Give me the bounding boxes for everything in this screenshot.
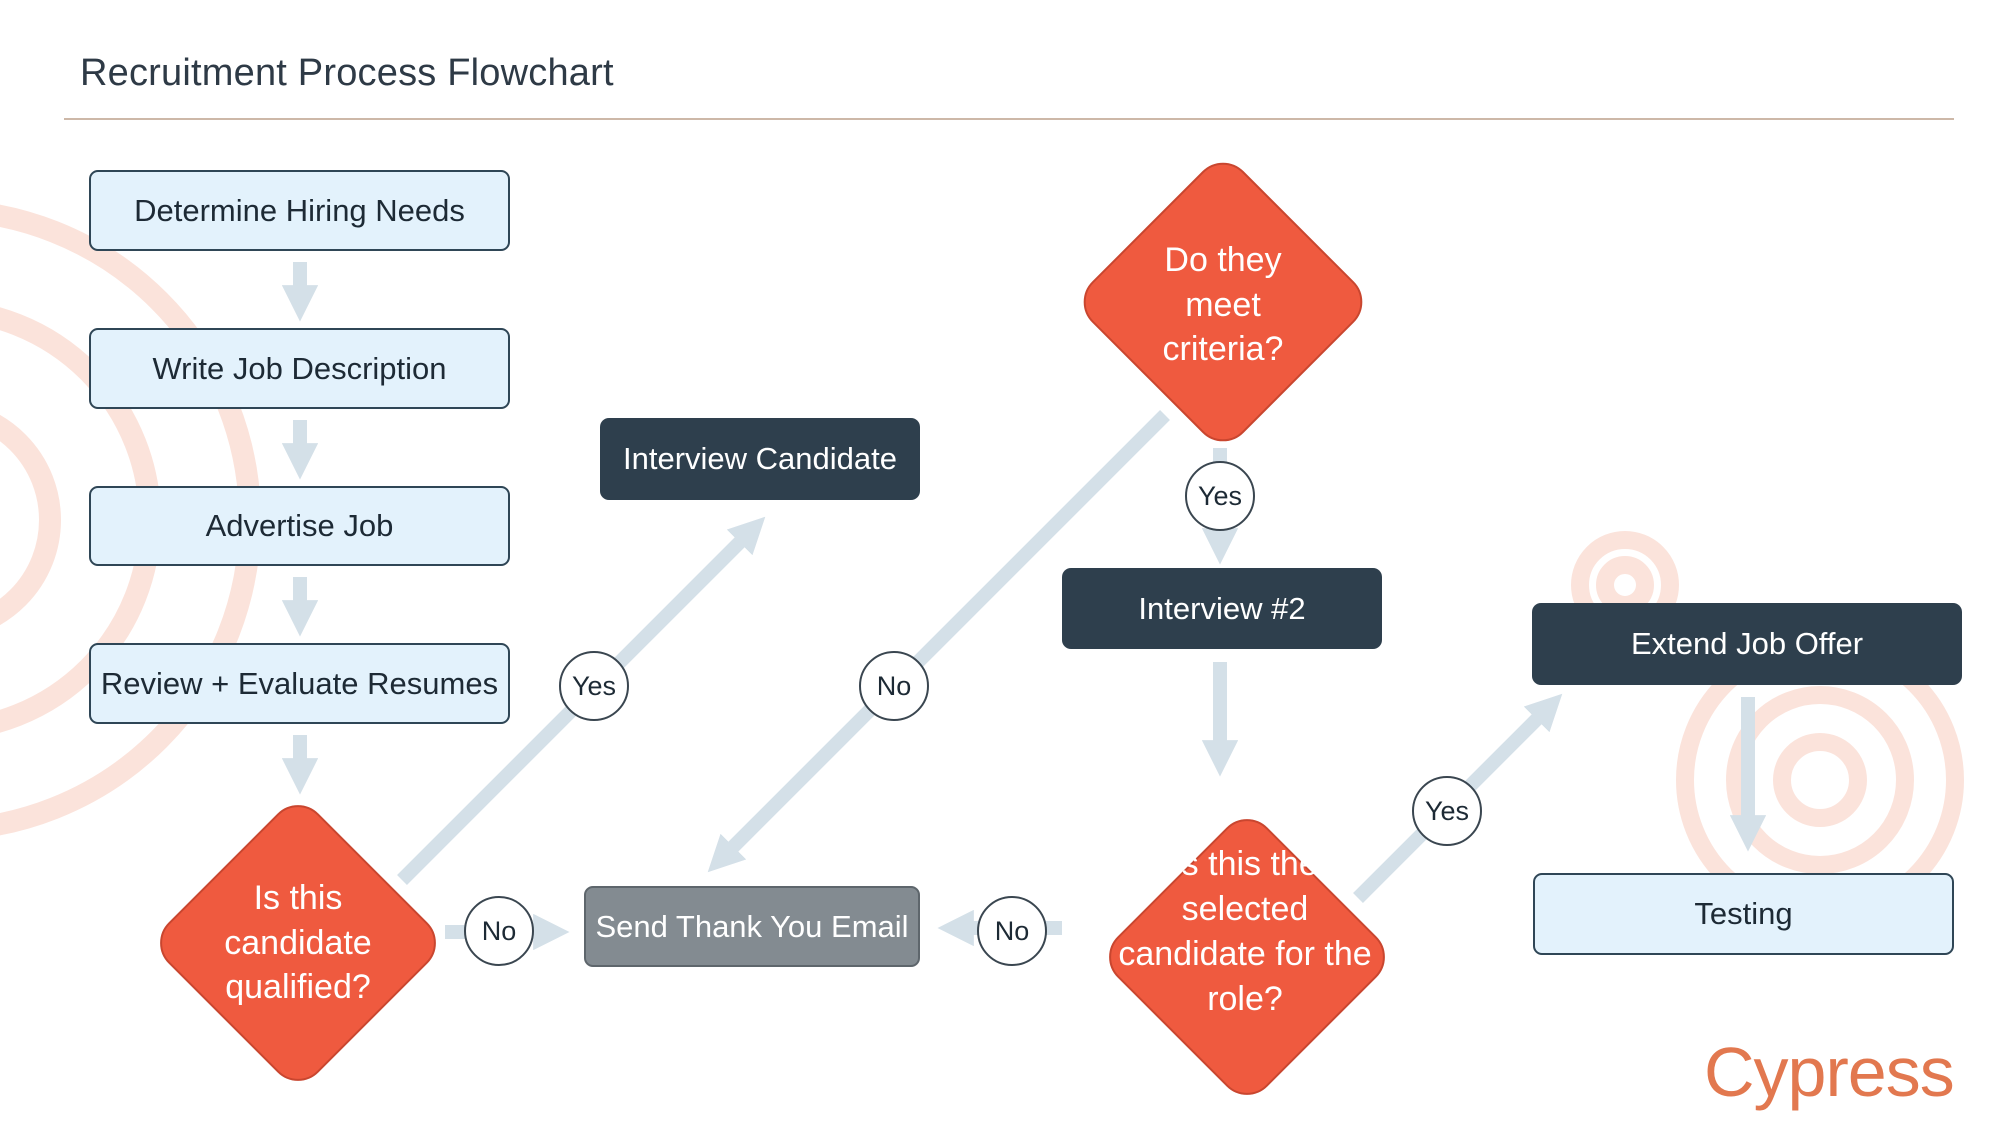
- step-testing[interactable]: Testing: [1533, 873, 1954, 955]
- title-divider: [64, 118, 1954, 120]
- step-interview-2[interactable]: Interview #2: [1062, 568, 1382, 649]
- step-determine-hiring-needs[interactable]: Determine Hiring Needs: [89, 170, 510, 251]
- label-selected-no: No: [977, 896, 1047, 966]
- step-extend-job-offer[interactable]: Extend Job Offer: [1532, 603, 1962, 685]
- step-send-thank-you-email[interactable]: Send Thank You Email: [584, 886, 920, 967]
- label-criteria-yes: Yes: [1185, 461, 1255, 531]
- step-write-job-description[interactable]: Write Job Description: [89, 328, 510, 409]
- arrow-criteria-no-to-thankyou: [707, 410, 1170, 873]
- label-criteria-no: No: [859, 651, 929, 721]
- label-qualified-no: No: [464, 896, 534, 966]
- label-selected-yes: Yes: [1412, 776, 1482, 846]
- step-advertise-job[interactable]: Advertise Job: [89, 486, 510, 566]
- decision-selected-shape: [1109, 819, 1385, 1095]
- step-review-evaluate-resumes[interactable]: Review + Evaluate Resumes: [89, 643, 510, 724]
- decision-qualified-label: Is this candidate qualified?: [224, 878, 372, 1007]
- label-qualified-yes: Yes: [559, 651, 629, 721]
- decision-qualified-shape: [160, 805, 436, 1081]
- decision-criteria-shape: [1083, 162, 1363, 442]
- step-interview-candidate[interactable]: Interview Candidate: [600, 418, 920, 500]
- decision-selected-label: Is this the selected candidate for the r…: [1118, 845, 1372, 1018]
- page-title: Recruitment Process Flowchart: [80, 52, 614, 94]
- decision-criteria-label: Do they meet criteria?: [1162, 240, 1284, 369]
- background-rings-right: [1571, 531, 1964, 924]
- cypress-logo: Cypress: [1704, 1033, 1955, 1111]
